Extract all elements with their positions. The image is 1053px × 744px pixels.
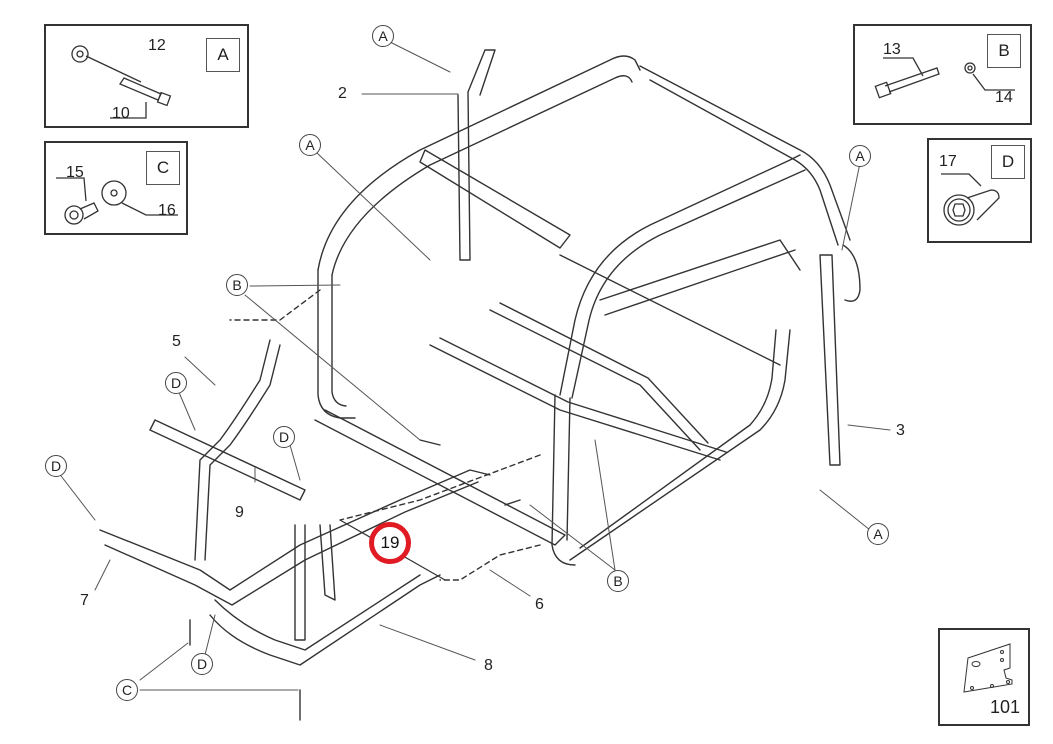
callout-a-right-bottom: A: [867, 523, 889, 545]
bolt-nut-icon: [71, 45, 172, 119]
floor-rail-left: [314, 409, 566, 546]
part-label-3: 3: [896, 422, 905, 439]
torx-screw-icon: [941, 173, 1000, 226]
crossmember-9: [149, 419, 306, 501]
part-label-15: 15: [66, 164, 84, 181]
front-left-post: [317, 269, 356, 419]
part-label-9: 9: [235, 504, 244, 521]
rear-arch: [559, 154, 801, 396]
callout-b-bottom: B: [607, 570, 629, 592]
part-label-7: 7: [80, 592, 89, 609]
subframe-left: [99, 469, 491, 591]
legend-box-d: D 17: [927, 138, 1032, 243]
callout-d-left: D: [45, 455, 67, 477]
callout-d-mid: D: [273, 426, 295, 448]
part-label-2: 2: [338, 85, 347, 102]
legend-letter-a: A: [206, 38, 240, 72]
bolt-washer-icon: [874, 57, 1015, 99]
part-label-5: 5: [172, 333, 181, 350]
part-label-17: 17: [939, 153, 957, 170]
door-post-2: [457, 49, 496, 261]
bracket-plate-icon: [963, 643, 1013, 693]
floor-channel-3: [559, 254, 781, 366]
part-label-14: 14: [995, 89, 1013, 106]
legend-box-b: B 13 14: [853, 24, 1032, 125]
part-label-12: 12: [148, 37, 166, 54]
part-label-6: 6: [535, 596, 544, 613]
floor-channel-4: [599, 239, 801, 301]
subframe-tube-upright: [294, 524, 306, 641]
callout-d-upper: D: [165, 372, 187, 394]
highlighted-part-19[interactable]: 19: [369, 522, 411, 564]
legend-letter-b: B: [987, 34, 1021, 68]
legend-box-a: A 12 10: [44, 24, 249, 128]
callout-d-lower: D: [191, 653, 213, 675]
floor-channel-2: [489, 309, 701, 451]
subframe-8: [209, 574, 441, 666]
floor-rail-right: [569, 329, 791, 561]
mid-post: [551, 394, 576, 566]
part-label-8: 8: [484, 657, 493, 674]
callout-a-top: A: [372, 25, 394, 47]
part-101-box: 101: [938, 628, 1030, 726]
callout-a-left: A: [299, 134, 321, 156]
roof-crossbar: [419, 149, 571, 249]
roof-rear-tube: [639, 65, 851, 241]
part-label-19: 19: [380, 533, 400, 552]
legend-letter-c: C: [146, 151, 180, 185]
callout-a-right-top: A: [849, 145, 871, 167]
screw-washer-icon: [56, 177, 178, 225]
floor-channel-1: [429, 344, 721, 461]
seat-support-5: [194, 339, 271, 561]
roof-front-tube: [317, 55, 641, 271]
legend-letter-d: D: [991, 145, 1025, 179]
part-label-16: 16: [158, 202, 176, 219]
right-post: [819, 254, 841, 466]
part-label-101: 101: [990, 697, 1021, 717]
legend-box-c: C 15 16: [44, 141, 188, 235]
part-label-10: 10: [112, 105, 130, 122]
part-label-13: 13: [883, 41, 901, 58]
callout-c: C: [116, 679, 138, 701]
callout-b-left: B: [226, 274, 248, 296]
